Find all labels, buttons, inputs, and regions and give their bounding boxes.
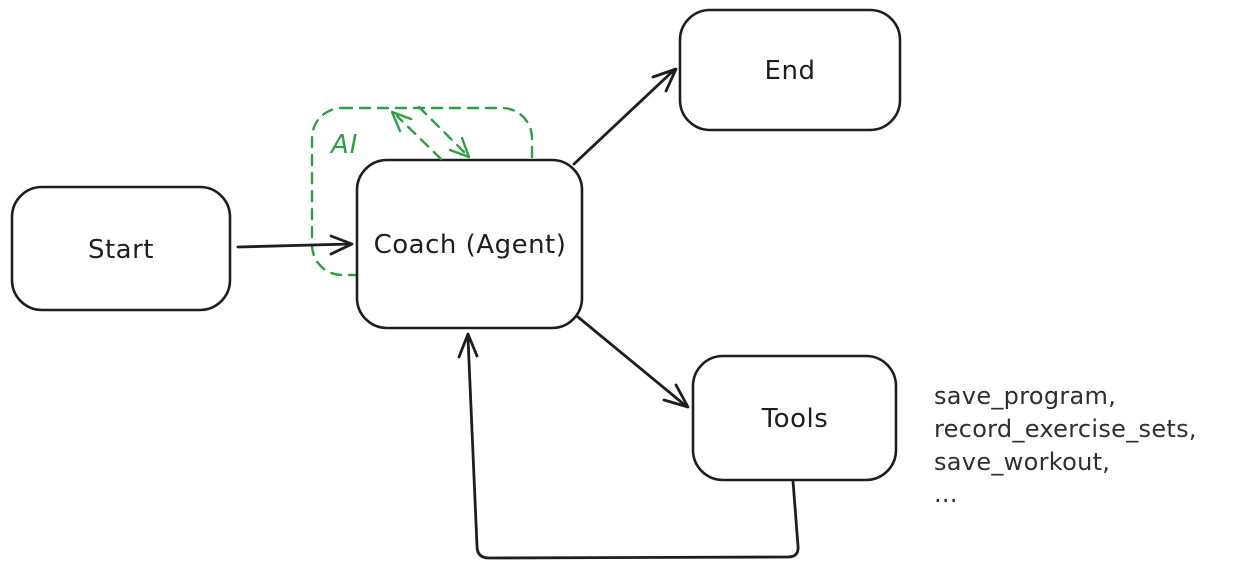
tools-node-label: Tools (761, 404, 829, 434)
arrowhead-tools-to-coach-icon (457, 332, 479, 359)
ai-loop-arrowhead-down-icon (448, 136, 471, 159)
coach-agent-node (355, 158, 584, 330)
end-node-label: End (765, 56, 816, 86)
edge-coach-to-tools (576, 315, 688, 408)
tool-annotation-line-4: ... (934, 480, 958, 508)
tools-node (691, 354, 898, 482)
ai-group-label: AI (329, 130, 358, 160)
edge-coach-to-end (572, 68, 676, 166)
ai-loop-arrowhead-up-icon (390, 110, 413, 133)
tool-annotation-line-3: save_workout, (934, 448, 1110, 476)
arrowhead-coach-to-end-icon (651, 67, 678, 93)
end-node (678, 8, 902, 132)
tool-annotation-line-1: save_program, (934, 382, 1116, 410)
tool-annotation-line-2: record_exercise_sets, (934, 415, 1197, 443)
start-node (10, 185, 232, 312)
start-node-label: Start (88, 235, 154, 265)
ai-loop-arrow-up (395, 114, 443, 161)
edge-start-to-coach (236, 242, 352, 249)
arrowhead-start-to-coach-icon (329, 234, 354, 256)
edge-tools-to-coach-loop (466, 336, 800, 560)
arrowhead-coach-to-tools-icon (662, 383, 690, 409)
coach-agent-node-label: Coach (Agent) (374, 230, 567, 260)
ai-loop-arrow-down (417, 105, 466, 154)
